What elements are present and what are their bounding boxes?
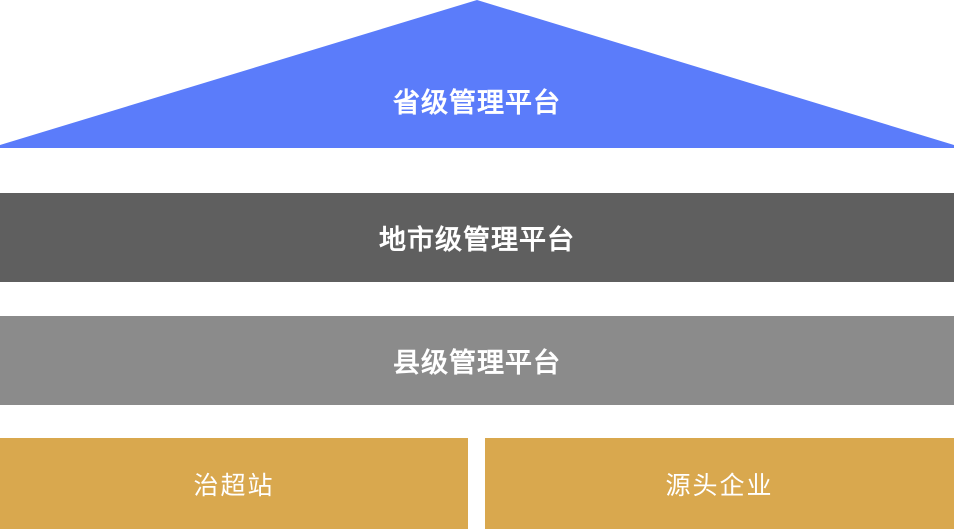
triangle-shape — [0, 0, 954, 148]
tier-enterprise-bar: 源头企业 — [485, 438, 954, 529]
tier-county-bar: 县级管理平台 — [0, 316, 954, 405]
tier-station-bar: 治超站 — [0, 438, 468, 529]
tier-province-triangle: 省级管理平台 — [0, 0, 954, 148]
tier-station-label: 治超站 — [193, 471, 275, 500]
tier-city-label: 地市级管理平台 — [379, 225, 575, 255]
tier-enterprise-label: 源头企业 — [665, 471, 774, 500]
tier-city-bar: 地市级管理平台 — [0, 193, 954, 282]
tier-county-label: 县级管理平台 — [393, 348, 561, 378]
tier-province-label: 省级管理平台 — [393, 88, 561, 118]
